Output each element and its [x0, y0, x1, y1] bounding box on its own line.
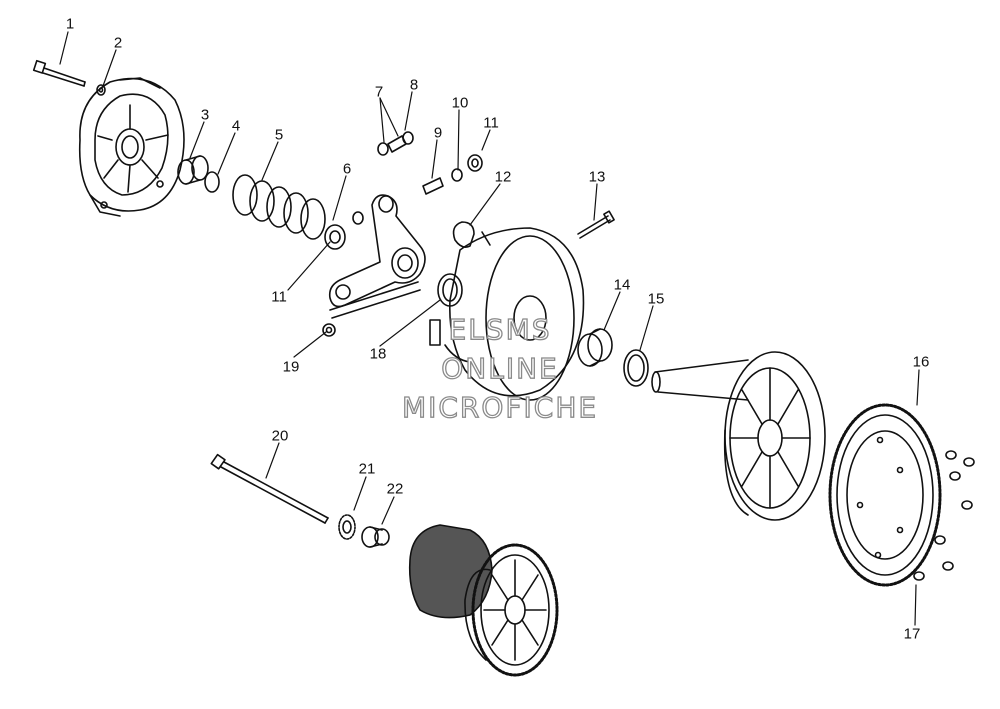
- part-roller-11-top: [467, 154, 483, 172]
- callout-19: 19: [282, 358, 300, 376]
- callout-1: 1: [65, 15, 75, 33]
- callout-5: 5: [274, 126, 284, 144]
- callout-12: 12: [494, 168, 512, 186]
- watermark-line-2: ONLINE: [441, 352, 559, 385]
- watermark-line-1: ELSMS: [448, 313, 552, 346]
- part-bushing-14: [577, 328, 613, 367]
- callout-3: 3: [200, 106, 210, 124]
- part-fixed-sheave: [651, 351, 826, 521]
- part-snap-ring-4: [204, 171, 220, 193]
- callout-10: 10: [451, 94, 469, 112]
- part-clip-7: [377, 142, 389, 156]
- part-bolt-20: [210, 453, 329, 524]
- part-ring-gear-16: [828, 403, 942, 587]
- callout-11-top: 11: [483, 114, 499, 132]
- part-roller-6: [324, 224, 346, 250]
- part-weight-12: [452, 221, 475, 248]
- callout-2: 2: [113, 34, 123, 52]
- callout-13: 13: [588, 168, 606, 186]
- part-pin-9: [422, 177, 444, 195]
- part-ring-15: [623, 349, 649, 387]
- callout-11-bottom: 11: [271, 288, 287, 306]
- callout-20: 20: [271, 427, 289, 445]
- part-screws-17: [913, 450, 975, 581]
- callout-16: 16: [912, 353, 930, 371]
- callout-6: 6: [342, 160, 352, 178]
- callout-18: 18: [369, 345, 387, 363]
- watermark-line-3: MICROFICHE: [401, 391, 599, 424]
- part-movable-sheave: [429, 227, 585, 401]
- callout-8: 8: [409, 76, 419, 94]
- part-spacer-22: [361, 526, 390, 548]
- part-spring-5: [232, 174, 326, 240]
- part-assembled-clutch: [408, 524, 559, 677]
- part-bolt-1: [32, 59, 86, 87]
- callout-4: 4: [231, 117, 241, 135]
- callout-21: 21: [358, 460, 376, 478]
- callout-17: 17: [903, 625, 921, 643]
- callout-15: 15: [647, 290, 665, 308]
- part-bushing-3: [177, 155, 209, 185]
- leader-lines: [59, 31, 920, 626]
- part-bolt-13: [577, 210, 615, 239]
- part-spider-arm: [328, 194, 426, 319]
- callout-9: 9: [433, 124, 443, 142]
- part-cover-plate: [78, 77, 185, 217]
- part-nut-19: [322, 323, 336, 337]
- callout-7: 7: [374, 83, 384, 101]
- part-washer-10: [451, 168, 463, 182]
- callout-14: 14: [613, 276, 631, 294]
- callout-22: 22: [386, 480, 404, 498]
- part-pin-6b: [352, 211, 364, 225]
- part-pin-8: [387, 131, 414, 153]
- part-lockwasher-21: [338, 514, 356, 540]
